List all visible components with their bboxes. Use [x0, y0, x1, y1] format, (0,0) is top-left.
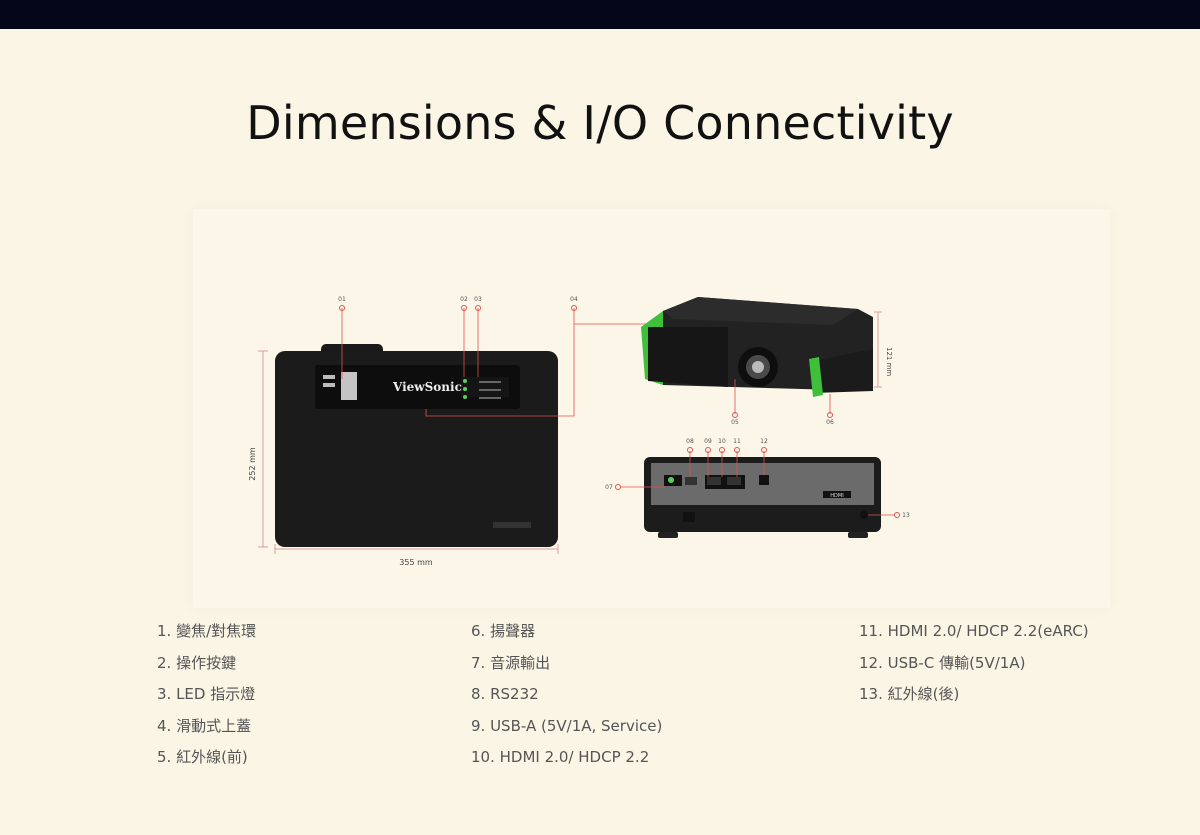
- legend-item: 5. 紅外線(前): [157, 748, 248, 766]
- hdmi-logo: HDMI: [830, 493, 843, 499]
- callout-06: 06: [826, 419, 834, 426]
- legend-item: 7. 音源輸出: [471, 653, 551, 672]
- legend-item: 3. LED 指示燈: [157, 685, 256, 703]
- legend-item: 10. HDMI 2.0/ HDCP 2.2: [471, 748, 650, 766]
- callout-12: 12: [760, 438, 768, 445]
- callout-04: 04: [570, 296, 578, 303]
- callout-08: 08: [686, 438, 694, 445]
- callout-03: 03: [474, 296, 482, 303]
- callout-01: 01: [338, 296, 346, 303]
- legend-item: 6. 揚聲器: [471, 622, 536, 640]
- callout-02: 02: [460, 296, 468, 303]
- front-view: 121 mm 05 06: [641, 297, 893, 426]
- callout-05: 05: [731, 419, 739, 426]
- legend-item: 13. 紅外線(後): [859, 685, 960, 703]
- projector-drawings: ViewSonic 252 mm 355 mm 01 02 03 04: [248, 296, 910, 567]
- legend-item: 2. 操作按鍵: [157, 653, 237, 672]
- legend-item: 11. HDMI 2.0/ HDCP 2.2(eARC): [859, 622, 1089, 640]
- dimension-depth: 121 mm: [885, 347, 893, 376]
- callout-10: 10: [718, 438, 726, 445]
- product-diagram: ViewSonic 252 mm 355 mm 01 02 03 04: [193, 209, 1110, 608]
- top-bar: [0, 0, 1200, 29]
- legend-item: 8. RS232: [471, 685, 539, 703]
- callout-07: 07: [605, 484, 613, 491]
- dimension-height: 252 mm: [248, 447, 257, 481]
- legend-item: 1. 變焦/對焦環: [157, 622, 257, 640]
- legend-column-2: 6. 揚聲器 7. 音源輸出 8. RS232 9. USB-A (5V/1A,…: [471, 616, 662, 774]
- legend-column-1: 1. 變焦/對焦環 2. 操作按鍵 3. LED 指示燈 4. 滑動式上蓋 5.…: [157, 616, 256, 774]
- callout-11: 11: [733, 438, 741, 445]
- callout-09: 09: [704, 438, 712, 445]
- callout-13: 13: [902, 512, 910, 519]
- top-view: ViewSonic 252 mm 355 mm 01 02 03 04: [248, 296, 648, 567]
- brand-label: ViewSonic: [392, 380, 462, 394]
- legend-item: 9. USB-A (5V/1A, Service): [471, 716, 663, 735]
- legend-item: 4. 滑動式上蓋: [157, 716, 252, 735]
- rear-view: HDMI 07 08 09 10 11 12 13: [605, 438, 910, 538]
- legend-column-3: 11. HDMI 2.0/ HDCP 2.2(eARC) 12. USB-C 傳…: [859, 616, 1089, 711]
- page-title: Dimensions & I/O Connectivity: [246, 96, 954, 150]
- dimension-width: 355 mm: [399, 558, 433, 567]
- legend-item: 12. USB-C 傳輸(5V/1A): [859, 653, 1026, 672]
